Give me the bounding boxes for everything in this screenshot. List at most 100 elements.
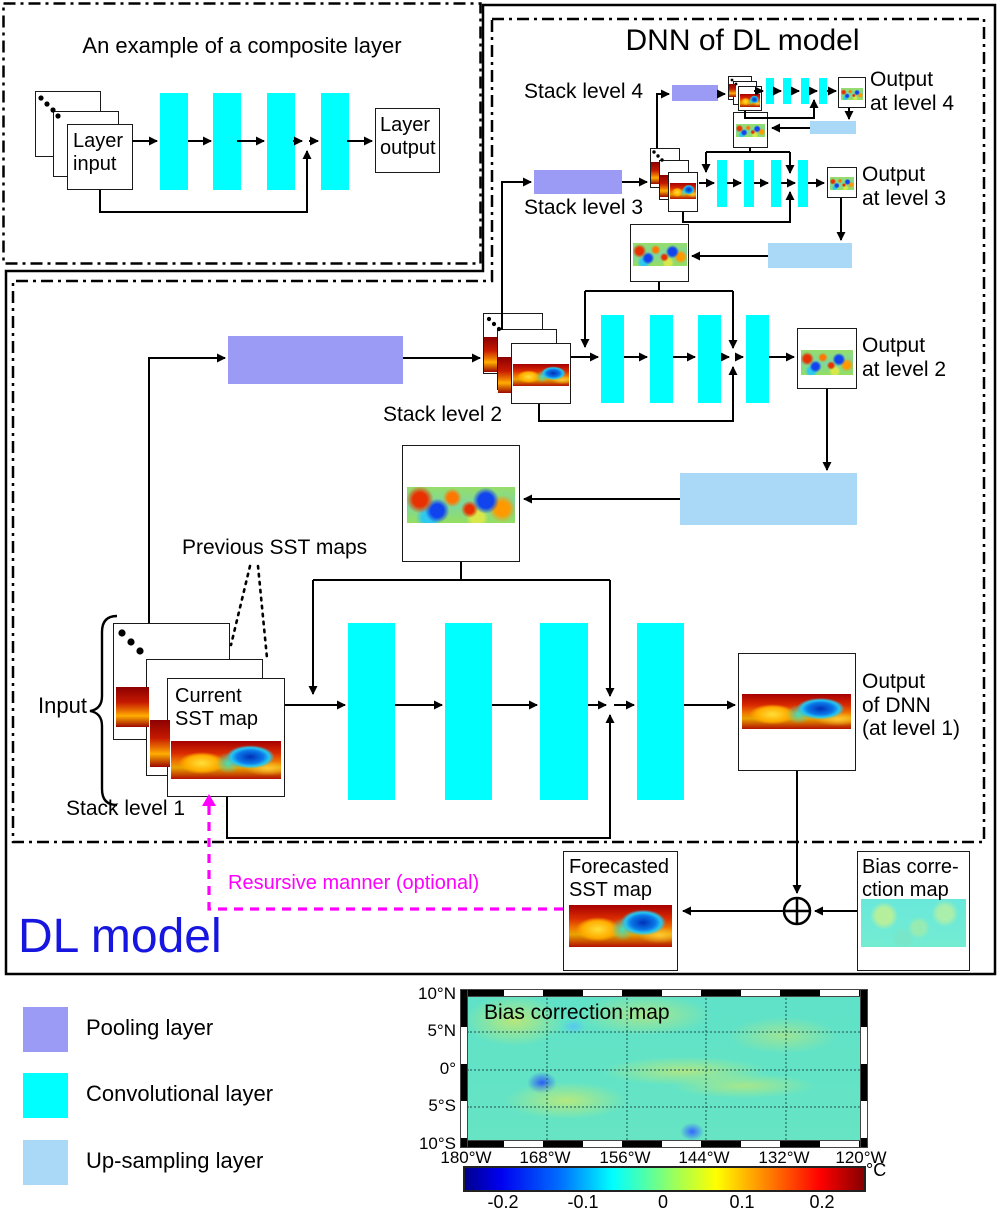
bias-correction-image xyxy=(861,899,966,947)
dnn-box-border xyxy=(11,17,986,844)
conv-bar xyxy=(801,78,809,104)
sst-image-partial xyxy=(484,337,497,372)
conv-bar xyxy=(717,160,727,207)
colorbar-tick: -0.1 xyxy=(567,1192,599,1212)
sst-image xyxy=(407,487,515,523)
sst-image-partial xyxy=(150,720,170,767)
composite-layer-box-border xyxy=(2,2,482,265)
conv-bar xyxy=(637,623,684,800)
output-level-3-label: Output at level 3 xyxy=(862,163,947,210)
previous-sst-maps-label: Previous SST maps xyxy=(182,536,368,559)
sst-image-forecast xyxy=(569,905,672,947)
previous-sst-pointer-lines xyxy=(229,564,269,660)
sst-image-partial xyxy=(116,687,149,727)
conv-bar xyxy=(783,78,791,104)
output-level-2-label: Output at level 2 xyxy=(862,334,947,381)
sst-image xyxy=(633,243,687,266)
conv-bar xyxy=(267,93,295,190)
stack-ellipsis-dots xyxy=(38,78,738,655)
conv-bar xyxy=(160,93,188,190)
legend-conv-swatch xyxy=(23,1073,68,1118)
recursive-manner-label: Resursive manner (optional) xyxy=(228,872,480,894)
input-label: Input xyxy=(38,693,87,718)
colorbar-tick: 0.2 xyxy=(809,1192,835,1212)
sst-image xyxy=(801,350,853,375)
y-tick: 5°S xyxy=(428,1096,456,1115)
conv-bar xyxy=(601,315,624,403)
colorbar-tick: -0.2 xyxy=(487,1192,519,1212)
y-tick: 5°N xyxy=(427,1021,456,1040)
pooling-bar-l3 xyxy=(534,170,622,194)
sst-image-partial xyxy=(660,175,668,197)
map-frame xyxy=(860,989,868,1148)
upsampling-bar-l4 xyxy=(810,121,856,134)
sst-image xyxy=(830,177,854,190)
sst-image xyxy=(670,183,696,199)
x-tick: 156°W xyxy=(599,1148,651,1167)
recursive-arrow xyxy=(202,794,563,911)
layer-output-label: Layer output xyxy=(380,114,436,159)
sum-node-icon xyxy=(782,896,812,926)
x-tick: 168°W xyxy=(519,1148,571,1167)
y-tick: 10°S xyxy=(418,1134,456,1153)
upsampling-bar-l2 xyxy=(680,473,857,525)
sst-image xyxy=(736,124,765,137)
conv-bar xyxy=(445,623,492,800)
conv-bar xyxy=(746,315,769,403)
conv-bar xyxy=(213,93,241,190)
gridline xyxy=(467,1031,864,1033)
forecasted-sst-label: Forecasted SST map xyxy=(569,856,670,901)
legend-conv-label: Convolutional layer xyxy=(86,1081,274,1106)
y-tick: 10°N xyxy=(418,984,456,1003)
sst-image xyxy=(740,94,760,107)
stack-level-4-label: Stack level 4 xyxy=(524,80,644,103)
sst-image-partial xyxy=(729,84,736,97)
sst-image-partial xyxy=(651,162,659,184)
map-frame xyxy=(460,989,468,1148)
conv-bar xyxy=(798,160,808,207)
upsampling-bar-l3 xyxy=(768,243,852,268)
colorbar-unit: °C xyxy=(866,1160,887,1180)
conv-bar xyxy=(819,78,827,104)
current-sst-map-label: Current SST map xyxy=(175,685,258,730)
conv-bar xyxy=(348,623,395,800)
legend-upsampling-swatch xyxy=(23,1140,68,1185)
conv-bar xyxy=(698,315,721,403)
dl-model-box-border xyxy=(4,3,997,976)
y-tick: 0° xyxy=(439,1059,456,1078)
pooling-bar-l4 xyxy=(672,85,718,101)
layer-input-box xyxy=(67,124,133,190)
layer-input-label: Layer input xyxy=(73,130,124,175)
output-dnn-label: Output of DNN (at level 1) xyxy=(862,670,961,741)
legend-pooling-label: Pooling layer xyxy=(86,1015,214,1040)
map-frame xyxy=(463,989,868,997)
x-tick: 132°W xyxy=(758,1148,810,1167)
layer-output-box xyxy=(375,108,440,173)
composite-title: An example of a composite layer xyxy=(82,33,402,58)
legend-upsampling-label: Up-sampling layer xyxy=(86,1148,264,1173)
conv-bar xyxy=(771,160,781,207)
colorbar xyxy=(463,1166,866,1192)
x-tick: 180°W xyxy=(440,1148,492,1167)
stack-level-3-label: Stack level 3 xyxy=(524,196,644,219)
map-frame xyxy=(463,1140,868,1148)
conv-bar xyxy=(766,78,774,104)
sst-image-current xyxy=(171,741,281,779)
bias-correction-box-label: Bias corre- ction map xyxy=(862,856,959,901)
colorbar-tick: 0.1 xyxy=(729,1192,755,1212)
stack-level-2-label: Stack level 2 xyxy=(383,403,503,426)
dnn-title: DNN of DL model xyxy=(625,24,860,57)
bias-map-title: Bias correction map xyxy=(484,1001,670,1024)
sst-image xyxy=(841,88,863,100)
pooling-bar-l2 xyxy=(228,336,403,384)
sst-image-partial xyxy=(498,357,511,393)
legend-pooling-swatch xyxy=(23,1007,68,1052)
conv-bar xyxy=(650,315,673,403)
gridline xyxy=(467,1069,864,1071)
gridline xyxy=(467,1106,864,1108)
input-brace xyxy=(89,614,118,807)
dl-model-label: DL model xyxy=(18,910,222,963)
conv-bar xyxy=(540,623,588,800)
